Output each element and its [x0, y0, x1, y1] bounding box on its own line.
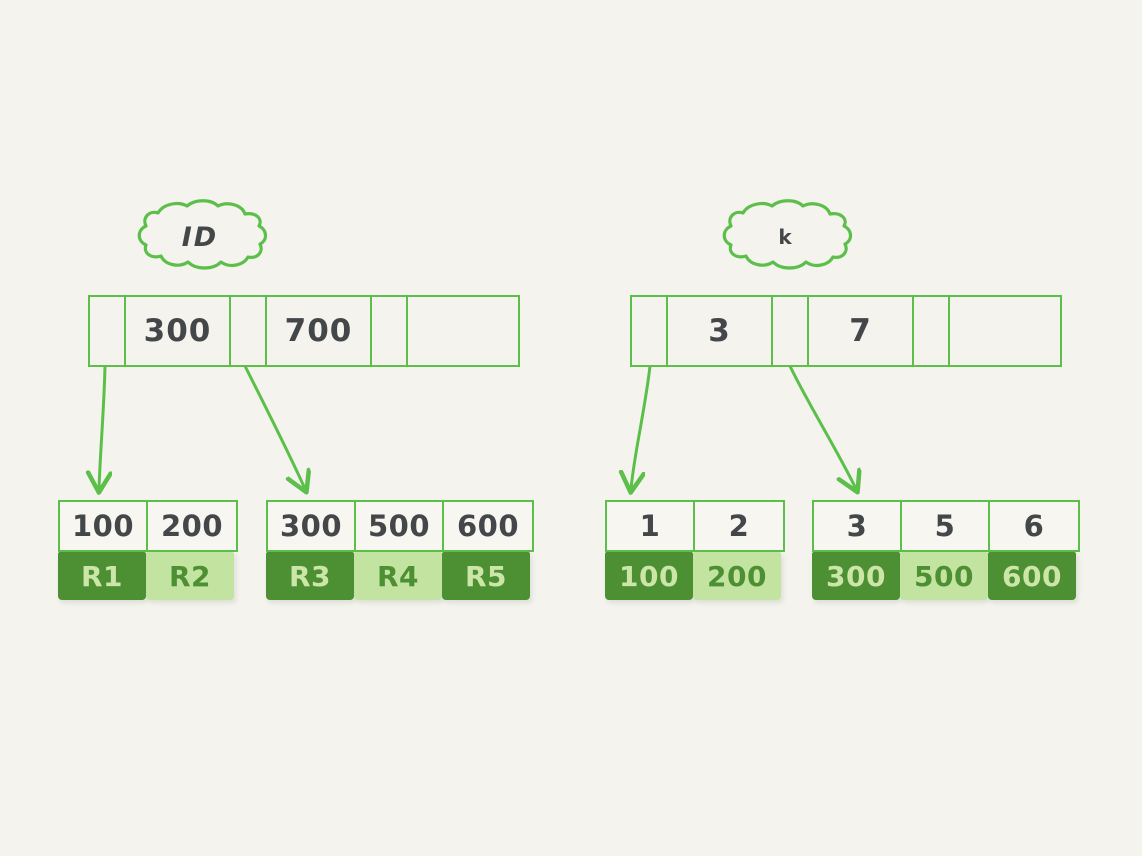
leaf-3-records: 100 200 — [605, 552, 785, 600]
leaf-1-record-0: R1 — [58, 552, 146, 600]
leaf-4-keys: 3 5 6 — [812, 500, 1080, 552]
leaf-3-keys: 1 2 — [605, 500, 785, 552]
root-node-id: 300 700 — [88, 295, 520, 367]
root-id-key-1: 700 — [267, 297, 372, 365]
arrow-k-left — [631, 364, 652, 489]
leaf-2-key-0: 300 — [268, 502, 356, 550]
leaf-3-key-0: 1 — [607, 502, 695, 550]
leaf-2-key-2: 600 — [456, 509, 520, 543]
arrow-k-right — [788, 364, 856, 489]
root-id-pointer-1[interactable] — [231, 297, 267, 365]
cloud-outline-icon — [722, 199, 853, 270]
cloud-label-k-text: k — [778, 225, 792, 249]
leaf-3-record-0: 100 — [605, 552, 693, 600]
root-k-key-1: 7 — [809, 297, 914, 365]
leaf-node-2: 300 500 600 R3 R4 R5 — [266, 500, 534, 600]
leaf-1-record-1: R2 — [146, 552, 234, 600]
leaf-4-record-1: 500 — [900, 552, 988, 600]
root-id-pointer-2[interactable] — [372, 297, 408, 365]
leaf-2-key-1: 500 — [356, 502, 444, 550]
leaf-2-record-2: R5 — [442, 552, 530, 600]
leaf-2-record-1: R4 — [354, 552, 442, 600]
root-k-pointer-2[interactable] — [914, 297, 950, 365]
leaf-node-1: 100 200 R1 R2 — [58, 500, 238, 600]
leaf-node-4: 3 5 6 300 500 600 — [812, 500, 1080, 600]
leaf-1-key-0: 100 — [60, 502, 148, 550]
arrow-id-right — [243, 364, 305, 489]
cloud-label-id: ID — [125, 197, 275, 277]
leaf-2-record-0: R3 — [266, 552, 354, 600]
root-id-pointer-0[interactable] — [90, 297, 126, 365]
root-id-key-0: 300 — [126, 297, 231, 365]
cloud-label-k: k — [710, 197, 860, 277]
leaf-3-record-1: 200 — [693, 552, 781, 600]
leaf-4-key-0: 3 — [814, 502, 902, 550]
leaf-1-records: R1 R2 — [58, 552, 238, 600]
arrow-id-left — [99, 364, 105, 489]
root-k-key-0: 3 — [668, 297, 773, 365]
leaf-3-key-1: 2 — [728, 509, 750, 543]
cloud-label-id-text: ID — [181, 221, 219, 253]
leaf-2-keys: 300 500 600 — [266, 500, 534, 552]
leaf-2-records: R3 R4 R5 — [266, 552, 534, 600]
root-id-empty-slot — [408, 297, 518, 365]
leaf-1-keys: 100 200 — [58, 500, 238, 552]
leaf-4-record-0: 300 — [812, 552, 900, 600]
leaf-4-record-2: 600 — [988, 552, 1076, 600]
leaf-4-records: 300 500 600 — [812, 552, 1080, 600]
root-k-empty-slot — [950, 297, 1060, 365]
cloud-outline-icon — [137, 199, 268, 270]
leaf-node-3: 1 2 100 200 — [605, 500, 785, 600]
leaf-1-key-1: 200 — [160, 509, 224, 543]
leaf-4-key-1: 5 — [902, 502, 990, 550]
leaf-4-key-2: 6 — [1023, 509, 1045, 543]
root-k-pointer-1[interactable] — [773, 297, 809, 365]
root-node-k: 3 7 — [630, 295, 1062, 367]
root-k-pointer-0[interactable] — [632, 297, 668, 365]
